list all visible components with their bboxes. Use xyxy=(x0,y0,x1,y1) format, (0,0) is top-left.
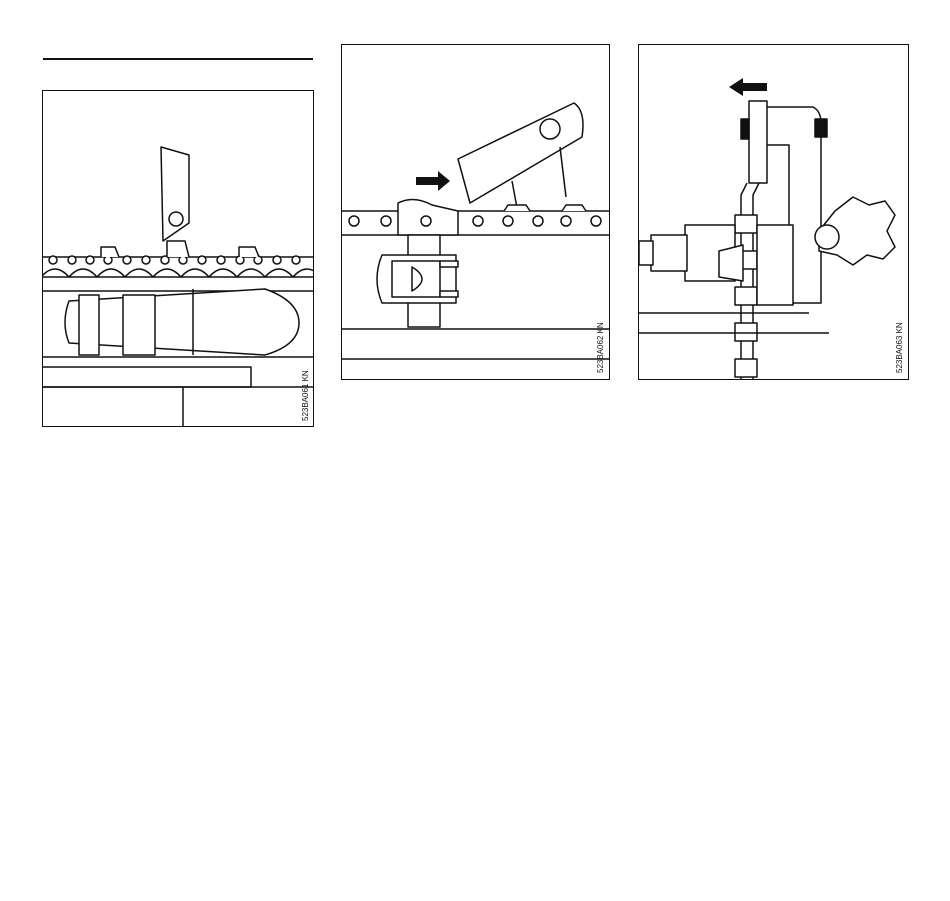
figure-3-panel: 523BA063 KN xyxy=(638,44,909,380)
figure-1-panel: 523BA061 KN xyxy=(42,90,314,427)
tool-blade xyxy=(161,147,189,241)
figure-2-panel: 523BA062 KN xyxy=(341,44,610,380)
clamp-body xyxy=(65,289,299,355)
clamp-body xyxy=(757,225,793,305)
saw-chain xyxy=(735,183,759,380)
nut xyxy=(651,235,687,271)
rail xyxy=(43,367,251,387)
figure-1-code: 523BA061 KN xyxy=(301,370,310,421)
figure-2-code: 523BA062 KN xyxy=(596,322,605,373)
section-rule xyxy=(43,58,313,60)
arrow-right-icon xyxy=(416,171,450,191)
figure-3-drawing xyxy=(639,45,909,380)
tool-blade xyxy=(749,101,767,183)
cutter-teeth xyxy=(101,241,259,257)
clamp-slot xyxy=(123,295,155,355)
blade-bolt xyxy=(169,212,183,226)
blade-bolt xyxy=(540,119,560,139)
arrow-left-icon xyxy=(729,78,767,96)
clamp-pin xyxy=(79,295,99,355)
top-knob xyxy=(815,119,827,137)
figure-1-drawing xyxy=(43,91,314,427)
figure-3-code: 523BA063 KN xyxy=(895,322,904,373)
figure-2-drawing xyxy=(342,45,610,380)
chain-rivets xyxy=(349,216,601,226)
